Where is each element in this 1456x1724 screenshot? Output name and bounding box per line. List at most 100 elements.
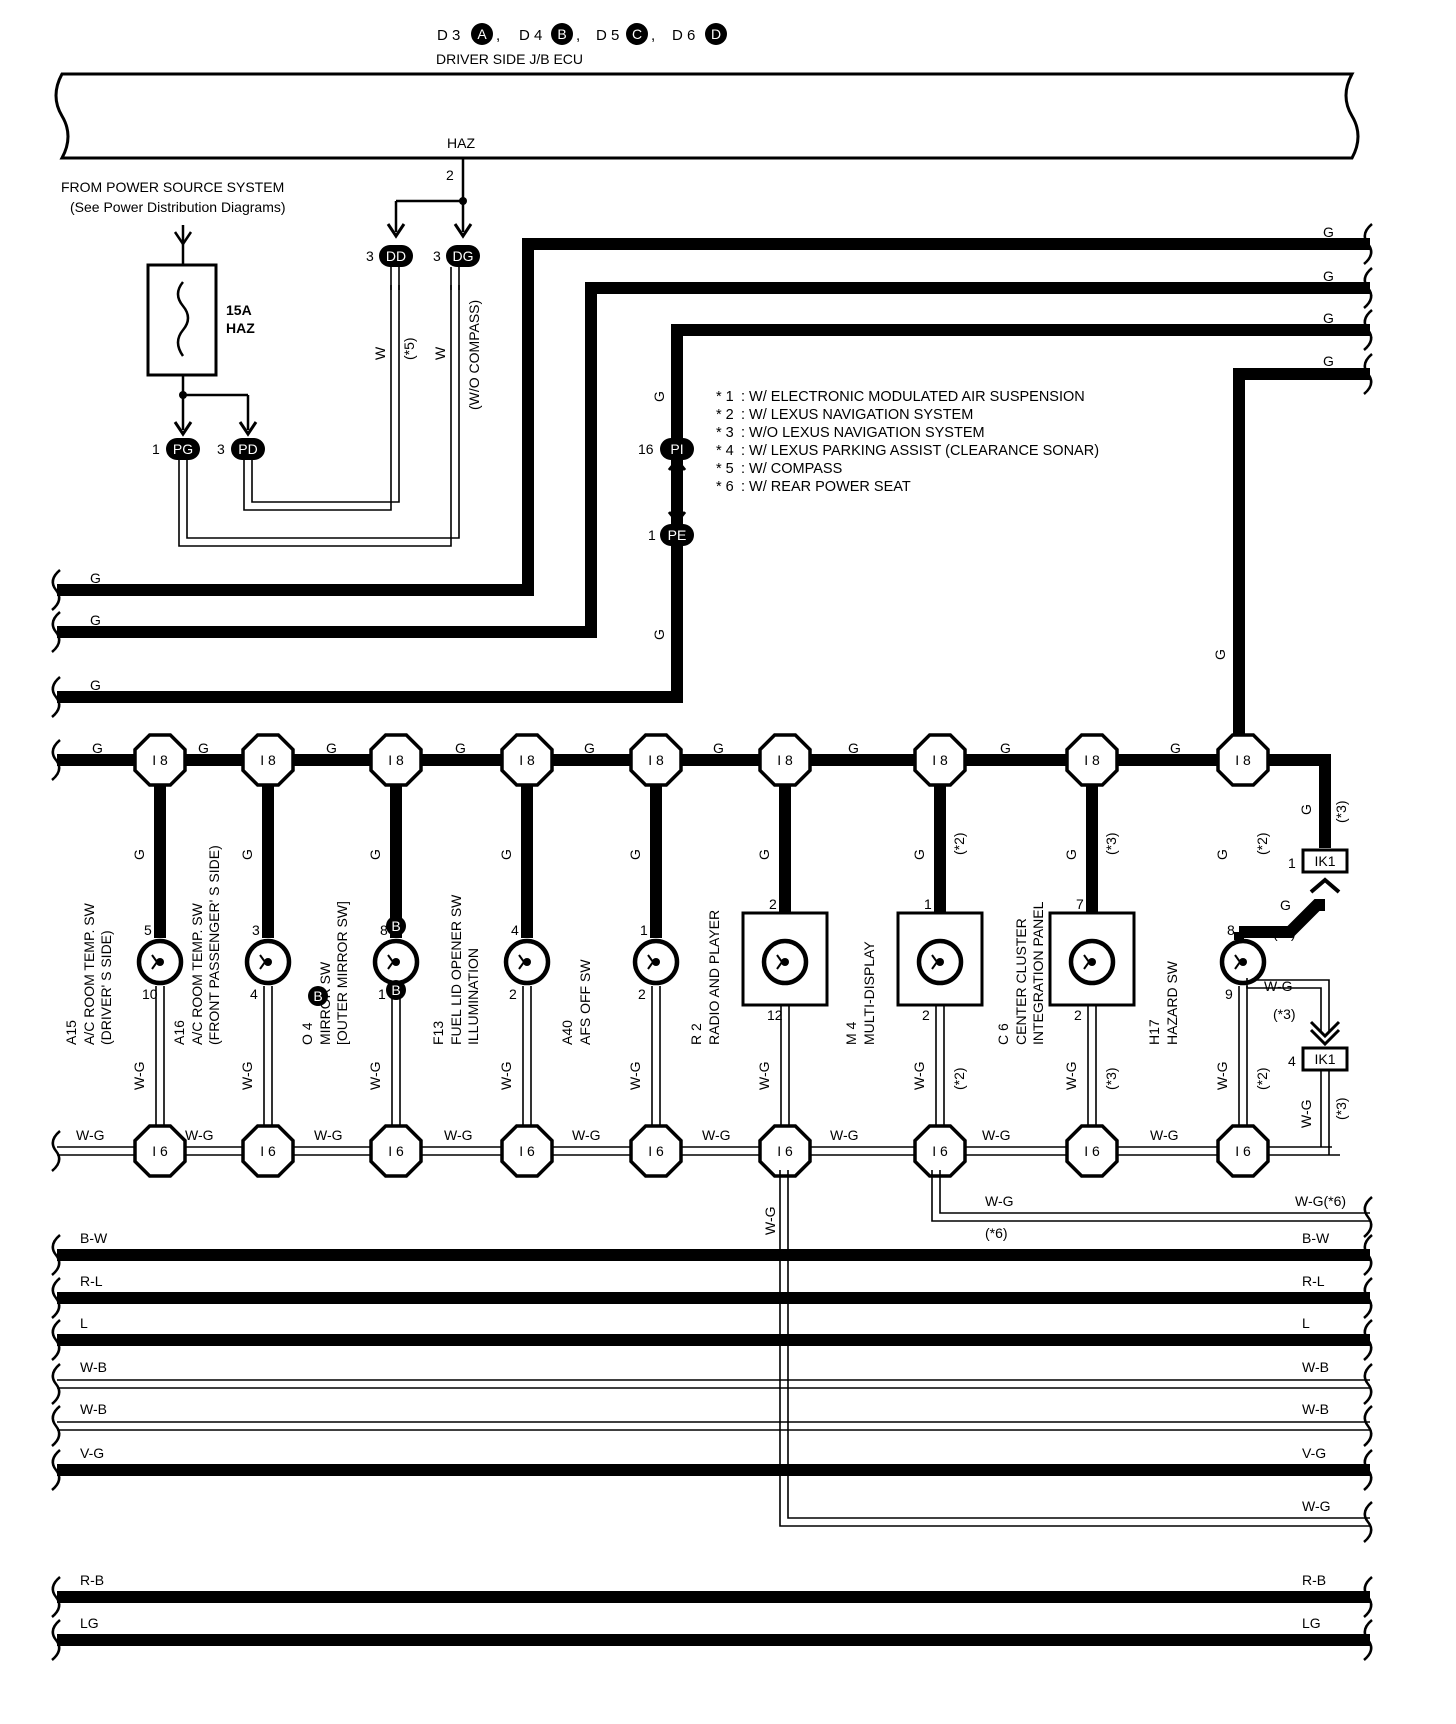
connector-letter: B (391, 982, 400, 998)
connector-dd-pin: 3 (366, 248, 374, 264)
power-source-line1: FROM POWER SOURCE SYSTEM (61, 179, 284, 195)
pin-bottom: 2 (922, 1007, 930, 1023)
svg-text:G: G (1323, 310, 1334, 326)
svg-text:W-G: W-G (1264, 978, 1293, 994)
splice-i6-label: I 6 (388, 1143, 404, 1159)
connector-pg-pin: 1 (152, 441, 160, 457)
connector-dg-pin: 3 (433, 248, 441, 264)
svg-text:W-G: W-G (762, 1206, 778, 1235)
component-code: M 4 (843, 1021, 859, 1045)
svg-text:: W/O LEXUS NAVIGATION SYSTEM: : W/O LEXUS NAVIGATION SYSTEM (741, 425, 985, 441)
wire-color-label: W-B (80, 1359, 107, 1375)
splice-i8-label: I 8 (777, 752, 793, 768)
splice-i8 (241, 733, 295, 787)
component-sub: (DRIVER' S SIDE) (98, 930, 114, 1045)
dg-wire-color: W (432, 346, 448, 360)
bus-g-label: G (848, 740, 859, 756)
connector-d4-name: D 4 (519, 27, 542, 44)
bus-wg-label: W-G (702, 1127, 731, 1143)
pin-bottom: 2 (1074, 1007, 1082, 1023)
pin-top: 2 (769, 896, 777, 912)
wire-color-label: W-B (1302, 1401, 1329, 1417)
component-code: H17 (1146, 1019, 1162, 1045)
pin-top: 4 (511, 922, 519, 938)
wire-color-label: G (1214, 849, 1230, 860)
pin-top: 8 (1227, 922, 1235, 938)
pin-top: 8 (380, 922, 388, 938)
connector-dd-badge (379, 245, 413, 267)
svg-text:* 1: * 1 (716, 389, 734, 405)
svg-text:G: G (90, 570, 101, 586)
pin-bottom: 1 (378, 986, 386, 1002)
wire-color-label: W-G (756, 1061, 772, 1090)
wire-color-label: B-W (80, 1230, 108, 1246)
connector-letter: B (391, 918, 400, 934)
wg-long-branch: W-G (762, 1170, 1370, 1527)
splice-i6 (1216, 1124, 1270, 1178)
o4-connector-badges: B B B (308, 916, 406, 1006)
bus-wg-label: W-G (185, 1127, 214, 1143)
splice-i8-label: I 8 (260, 752, 276, 768)
pin-bottom: 2 (638, 986, 646, 1002)
connector-d6-letter: D (711, 26, 721, 42)
top-note: (*2) (951, 832, 967, 855)
connector-d5-name: D 5 (596, 27, 619, 44)
splice-i6 (629, 1124, 683, 1178)
splice-i8-label: I 8 (648, 752, 664, 768)
top-note: (*2) (1254, 832, 1270, 855)
svg-text:(*3): (*3) (1273, 1006, 1296, 1022)
bus-wg-label: W-G (444, 1127, 473, 1143)
splice-i6-label: I 6 (648, 1143, 664, 1159)
svg-text:(*6): (*6) (985, 1225, 1008, 1241)
connector-pi-badge (660, 438, 694, 460)
svg-text:W-G: W-G (985, 1193, 1014, 1209)
splice-i6 (758, 1124, 812, 1178)
wg-rear-seat-branch: W-G (*6) W-G(*6) (931, 1170, 1370, 1241)
wire-color-label: R-B (1302, 1572, 1326, 1588)
svg-text:G: G (1323, 353, 1334, 369)
haz-terminal-label: HAZ (447, 135, 475, 151)
wire-color-label: W-G (1302, 1498, 1331, 1514)
svg-text:* 6: * 6 (716, 479, 734, 495)
wire-color-label: L (1302, 1315, 1310, 1331)
wire-color-label: G (131, 849, 147, 860)
connector-d6-name: D 6 (672, 27, 695, 44)
splice-i8-label: I 8 (388, 752, 404, 768)
svg-text:: W/ LEXUS PARKING ASSIST (CLE: : W/ LEXUS PARKING ASSIST (CLEARANCE SON… (741, 443, 1099, 459)
connector-letter: B (313, 988, 322, 1004)
svg-text:G: G (1212, 649, 1228, 660)
connector-ik1-upper (1301, 848, 1349, 874)
connector-pd-id: PD (238, 441, 257, 457)
bus-g-label: G (326, 740, 337, 756)
wire-color-label: L (80, 1315, 88, 1331)
splice-i6-label: I 6 (519, 1143, 535, 1159)
svg-text:: W/ ELECTRONIC MODULATED AIR: : W/ ELECTRONIC MODULATED AIR SUSPENSION (741, 389, 1085, 405)
connector-pe-id: PE (668, 527, 687, 543)
wire-color-label: R-L (80, 1273, 103, 1289)
separator: , (576, 27, 580, 44)
splice-i6-label: I 6 (777, 1143, 793, 1159)
splice-i6 (369, 1124, 423, 1178)
pin-bottom: 12 (767, 1007, 783, 1023)
bottom-note: (*2) (1254, 1067, 1270, 1090)
splice-i8 (629, 733, 683, 787)
splice-i8 (758, 733, 812, 787)
splice-i6 (500, 1124, 554, 1178)
component-sub: ILLUMINATION (465, 948, 481, 1045)
pin-top: 1 (924, 896, 932, 912)
ik1-connectors: IK1 1 G (*3) G (*3) IK1 4 W-G (*3) W-G (… (1239, 800, 1349, 1155)
pin-bottom: 9 (1225, 986, 1233, 1002)
bus-g-label: G (1170, 740, 1181, 756)
connector-pg-badge (166, 438, 200, 460)
svg-text:W-G(*6): W-G(*6) (1295, 1193, 1346, 1209)
component-sub: INTEGRATION PANEL (1030, 901, 1046, 1045)
wire-color-label: R-B (80, 1572, 104, 1588)
